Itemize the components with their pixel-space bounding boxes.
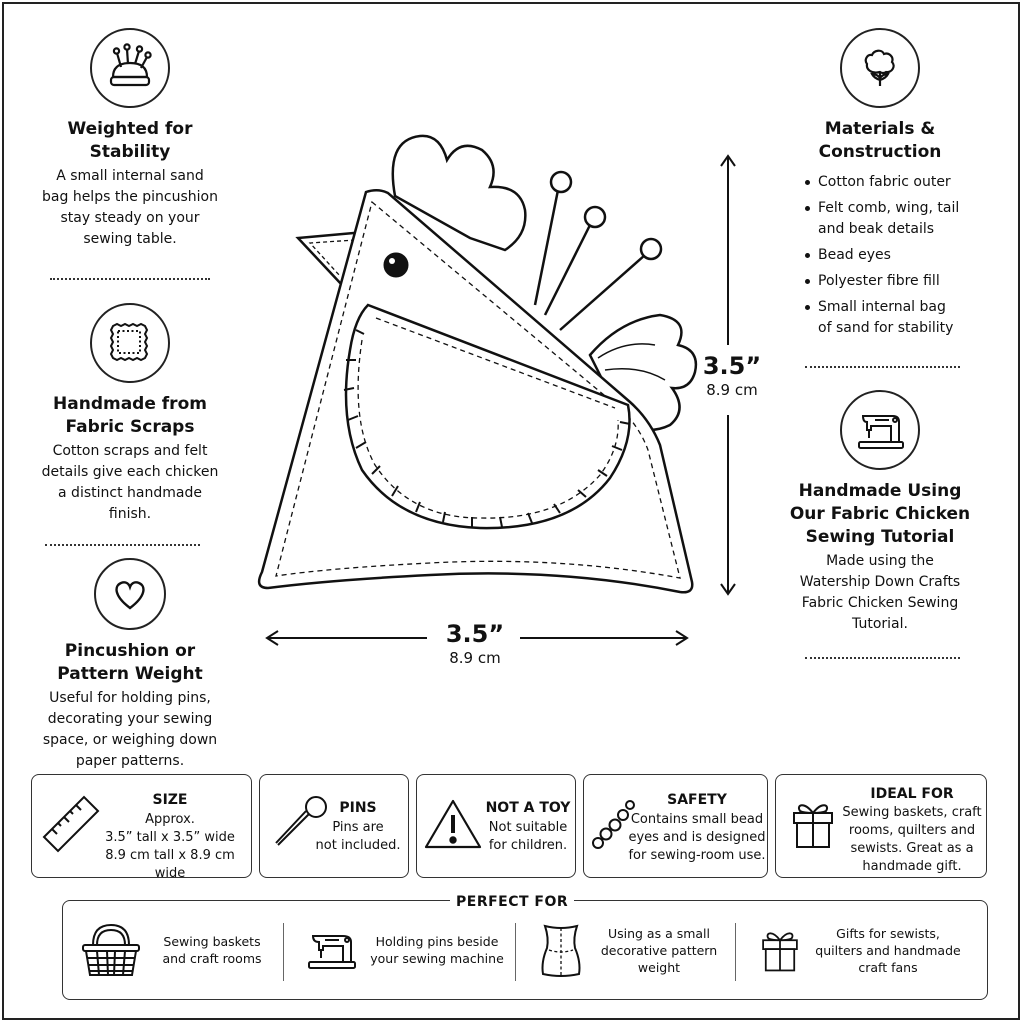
card-title: SIZE [152,792,188,808]
fabric-chicken-illustration [257,134,698,594]
list-item: Cotton fabric outer [804,172,980,193]
divider [50,278,210,280]
sewing-machine-icon [840,390,920,470]
materials-list: Cotton fabric outer Felt comb, wing, tai… [780,172,980,339]
width-arrow [265,630,689,646]
dress-form-icon [541,924,581,977]
feature-materials: Materials &Construction Cotton fabric ou… [780,28,980,344]
width-cm: 8.9 cm [449,649,501,667]
heart-icon [94,558,166,630]
list-item: Polyester fibre fill [804,271,980,292]
card-title: IDEAL FOR [870,786,954,802]
height-dimension: 3.5” 8.9 cm [692,352,772,400]
separator [283,923,284,981]
warning-icon [424,799,482,849]
list-item: Bead eyes [804,245,980,266]
separator [515,923,516,981]
basket-icon [82,923,140,976]
width-dimension: 3.5” 8.9 cm [420,620,530,668]
divider [805,366,960,368]
height-cm: 8.9 cm [706,381,758,399]
height-arrow [720,154,736,596]
card-title: NOT A TOY [485,800,571,816]
gift-icon [762,932,798,972]
pin-icon [275,796,327,846]
card-title: SAFETY [667,792,727,808]
beads-icon [592,800,635,849]
card-title: PINS [339,800,377,816]
ruler-icon [42,795,100,853]
feature-title: Materials &Construction [818,119,942,162]
cotton-flower-icon [840,28,920,108]
perfect-for-title: PERFECT FOR [450,893,575,911]
pincushion-icon [90,28,170,108]
width-inches: 3.5” [445,620,505,648]
feature-description: Useful for holding pins,decorating your … [42,690,218,769]
sewing-machine-icon [308,935,356,969]
gift-icon [793,804,833,848]
separator [735,923,736,981]
divider [805,657,960,659]
fabric-swatch-icon [90,303,170,383]
divider [45,544,200,546]
height-inches: 3.5” [702,352,762,380]
